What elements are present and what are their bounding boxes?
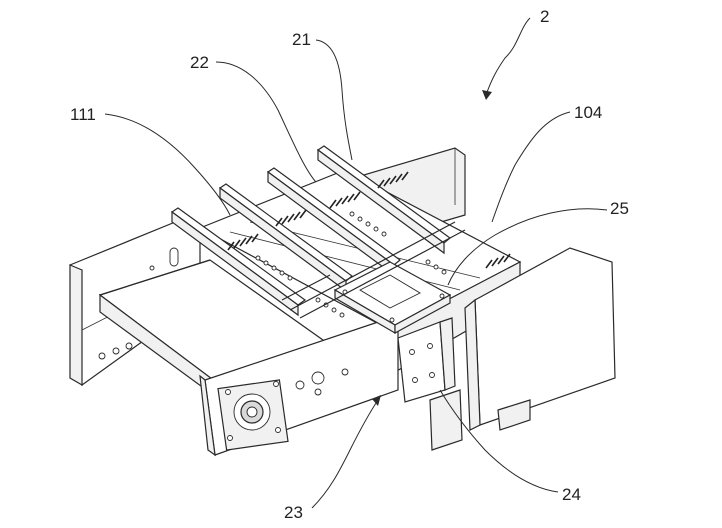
label-21: 21 — [292, 30, 311, 49]
vertical-carriage — [397, 317, 463, 451]
cross-bars — [281, 221, 466, 319]
label-24: 24 — [562, 485, 581, 504]
label-23: 23 — [284, 503, 303, 522]
guide-rails — [170, 145, 451, 317]
leader-lines — [104, 17, 608, 509]
label-2: 2 — [540, 7, 549, 26]
label-111: 111 — [70, 105, 96, 124]
right-cover — [464, 247, 616, 431]
front-housing — [199, 317, 399, 457]
slot-rows — [255, 211, 447, 318]
label-25: 25 — [610, 199, 629, 218]
label-104: 104 — [574, 103, 602, 122]
label-22: 22 — [190, 53, 209, 72]
springs — [227, 171, 511, 269]
